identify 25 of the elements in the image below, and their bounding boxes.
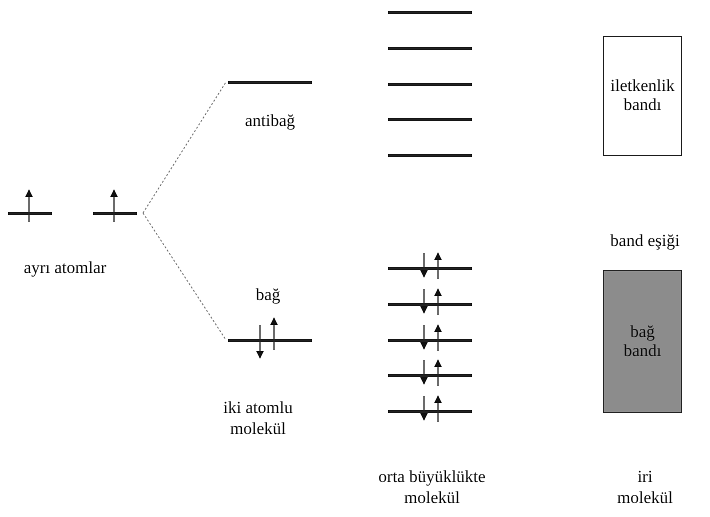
column-label: orta büyüklükte molekül bbox=[377, 466, 487, 508]
correlation-line bbox=[142, 82, 226, 214]
column-label: ayrı atomlar bbox=[22, 257, 108, 278]
energy-level-line bbox=[8, 212, 52, 215]
energy-level-line bbox=[228, 81, 312, 84]
level-label: antibağ bbox=[244, 110, 296, 132]
energy-level-line bbox=[388, 154, 472, 157]
conduction-band-box: iletkenlik bandı bbox=[603, 36, 682, 156]
correlation-line bbox=[142, 212, 226, 340]
energy-level-line bbox=[388, 410, 472, 413]
energy-level-line bbox=[228, 339, 312, 342]
gap-label: band eşiği bbox=[609, 230, 681, 252]
energy-level-line bbox=[388, 267, 472, 270]
energy-level-line bbox=[93, 212, 137, 215]
level-label: bağ bbox=[254, 284, 282, 306]
valence-band-box: bağ bandı bbox=[603, 270, 682, 413]
column-label: iki atomlu molekül bbox=[222, 397, 294, 440]
energy-level-line bbox=[388, 303, 472, 306]
energy-level-line bbox=[388, 339, 472, 342]
column-label: iri molekül bbox=[616, 466, 674, 508]
energy-level-line bbox=[388, 47, 472, 50]
energy-level-line bbox=[388, 11, 472, 14]
energy-level-line bbox=[388, 83, 472, 86]
energy-level-line bbox=[388, 374, 472, 377]
energy-level-line bbox=[388, 118, 472, 121]
